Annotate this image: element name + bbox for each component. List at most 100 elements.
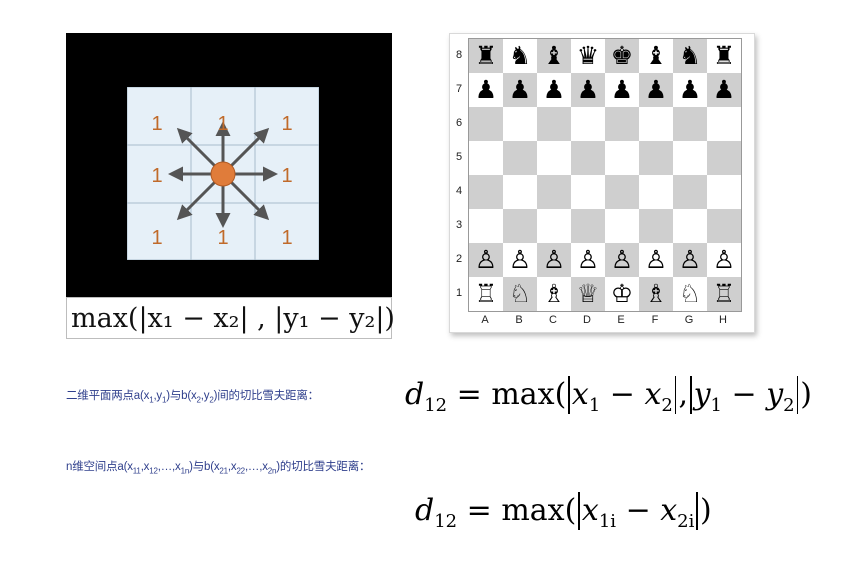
board-square: ♜ [469,39,503,73]
chebyshev-formula-box: max(|x₁ − x₂| , |y₁ − y₂|) [66,297,395,339]
chess-piece-icon: ♙ [508,245,532,274]
board-square [537,175,571,209]
file-label: H [719,314,727,326]
board-square [707,175,741,209]
board-square [469,141,503,175]
board-square [639,141,673,175]
file-label: E [617,314,625,326]
chess-piece-icon: ♙ [644,245,668,274]
file-label: A [481,314,489,326]
king-position-dot [210,161,236,187]
chess-piece-icon: ♙ [712,245,736,274]
board-square [571,107,605,141]
chess-piece-icon: ♝ [644,41,668,70]
board-square: ♞ [673,39,707,73]
board-square [571,141,605,175]
board-square: ♙ [673,243,707,277]
rank-label: 2 [455,253,463,265]
file-label: F [651,314,659,326]
board-square [707,209,741,243]
board-square: ♝ [537,39,571,73]
board-square: ♙ [605,243,639,277]
board-square: ♟ [571,73,605,107]
chess-piece-icon: ♟ [508,75,532,104]
board-square: ♕ [571,277,605,311]
board-square [605,209,639,243]
board-square: ♔ [605,277,639,311]
chess-piece-icon: ♗ [644,279,668,308]
board-square: ♝ [639,39,673,73]
chess-piece-icon: ♜ [474,41,498,70]
board-square: ♙ [469,243,503,277]
board-square [571,175,605,209]
board-square [639,175,673,209]
chess-piece-icon: ♙ [576,245,600,274]
board-square: ♙ [537,243,571,277]
file-label: D [583,314,591,326]
chess-piece-icon: ♘ [678,279,702,308]
board-square: ♟ [605,73,639,107]
board-square [605,141,639,175]
file-label: G [684,314,694,326]
board-square [503,209,537,243]
board-square [503,175,537,209]
cell-value: 1 [281,165,292,187]
chebyshev-formula: max(|x₁ − x₂| , |y₁ − y₂|) [71,302,395,334]
chess-piece-icon: ♞ [508,41,532,70]
chess-piece-icon: ♟ [644,75,668,104]
chess-piece-icon: ♖ [474,279,498,308]
board-square [639,209,673,243]
board-square [673,209,707,243]
board-square [537,209,571,243]
board-square [605,175,639,209]
rank-label: 8 [455,49,463,61]
rank-label: 6 [455,117,463,129]
board-square [503,141,537,175]
board-square: ♙ [707,243,741,277]
board-square: ♙ [503,243,537,277]
board-square [537,107,571,141]
caption-nd: n维空间点a(x11,x12,…,x1n)与b(x21,x22,…,x2n)的切… [66,461,371,476]
chess-piece-icon: ♙ [474,245,498,274]
chess-piece-icon: ♗ [542,279,566,308]
chess-piece-icon: ♛ [576,41,600,70]
board-square: ♞ [503,39,537,73]
chess-board: ♜♞♝♛♚♝♞♜♟♟♟♟♟♟♟♟♙♙♙♙♙♙♙♙♖♘♗♕♔♗♘♖ [468,38,742,312]
rank-label: 5 [455,151,463,163]
chess-piece-icon: ♘ [508,279,532,308]
rank-label: 4 [455,185,463,197]
board-square [673,175,707,209]
king-move-grid: 1 1 1 1 1 1 1 1 [127,87,319,260]
chess-piece-icon: ♔ [610,279,634,308]
board-square: ♖ [469,277,503,311]
board-square: ♛ [571,39,605,73]
chess-piece-icon: ♙ [610,245,634,274]
board-square: ♙ [571,243,605,277]
file-label: C [549,314,557,326]
board-square: ♘ [503,277,537,311]
board-square [707,107,741,141]
chess-piece-icon: ♟ [712,75,736,104]
chess-piece-icon: ♟ [474,75,498,104]
board-square [571,209,605,243]
board-square: ♟ [673,73,707,107]
caption-2d: 二维平面两点a(x1,y1)与b(x2,y2)间的切比雪夫距离： [66,390,319,405]
board-square: ♚ [605,39,639,73]
board-square: ♟ [707,73,741,107]
chess-piece-icon: ♟ [678,75,702,104]
formula-nd: d12 = max(x1i − x2i) [415,492,712,532]
cell-value: 1 [151,227,162,249]
board-square: ♟ [537,73,571,107]
board-square: ♟ [503,73,537,107]
board-square [673,141,707,175]
board-square [707,141,741,175]
board-square: ♗ [639,277,673,311]
chess-piece-icon: ♟ [576,75,600,104]
board-square [469,209,503,243]
chess-piece-icon: ♙ [542,245,566,274]
chess-piece-icon: ♞ [678,41,702,70]
chess-piece-icon: ♚ [610,41,634,70]
cell-value: 1 [217,227,228,249]
